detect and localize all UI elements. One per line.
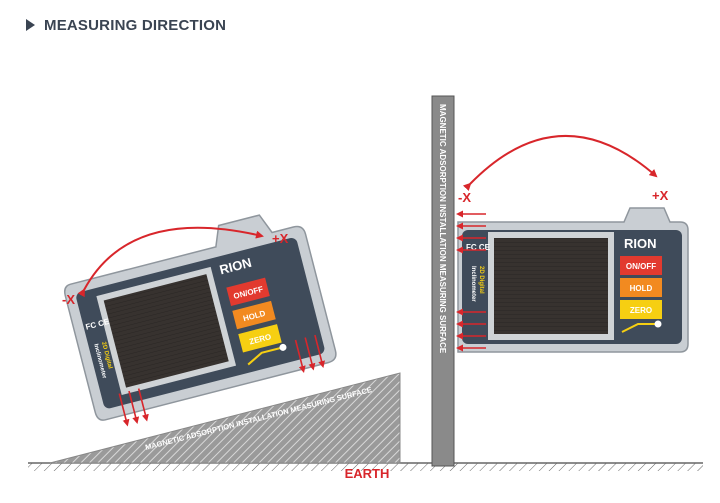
zero-indicator-mark-right	[621, 323, 658, 333]
section-title: MEASURING DIRECTION	[44, 16, 227, 34]
left-plus-x-label: +X	[272, 231, 289, 246]
right-rotation-arc	[462, 135, 658, 192]
vertical-adsorption-arrows	[456, 210, 486, 352]
vertical-inclinometer: RION ON/OFF HOLD ZERO FC CE 2D Digital I…	[457, 207, 689, 353]
zero-button-right-label: ZERO	[630, 306, 652, 315]
indicator-light-right	[654, 320, 662, 328]
device-side-text-right-2: Inclinometer	[470, 266, 476, 302]
right-minus-x-label: -X	[458, 190, 471, 205]
zero-button-right[interactable]: ZERO	[620, 300, 662, 319]
indicator-light	[279, 343, 287, 351]
triangle-bullet-icon	[26, 19, 35, 31]
zero-indicator-mark	[247, 346, 284, 366]
hold-button[interactable]: HOLD	[232, 300, 276, 330]
earth-label: EARTH	[345, 466, 390, 481]
hold-button-right[interactable]: HOLD	[620, 278, 662, 297]
zero-button[interactable]: ZERO	[238, 324, 282, 353]
device-brand-right: RION	[624, 236, 657, 251]
onoff-button-right-label: ON/OFF	[626, 262, 656, 271]
left-rotation-arc	[77, 226, 264, 298]
section-header: MEASURING DIRECTION	[26, 14, 226, 36]
right-plus-x-label: +X	[652, 188, 669, 203]
tilted-inclinometer: RION ON/OFF HOLD ZERO FC CE 2D Digital I…	[63, 214, 337, 427]
certification-marks-right: FC CE	[466, 243, 491, 252]
left-minus-x-label: -X	[62, 292, 75, 307]
vertical-surface-label: MAGNETIC ADSORPTION INSTALLATION MEASURI…	[438, 104, 447, 354]
tilted-adsorption-arrows	[118, 334, 326, 427]
vertical-surface	[431, 95, 455, 467]
onoff-button-right[interactable]: ON/OFF	[620, 256, 662, 275]
device-side-text-right-1: 2D Digital	[478, 266, 484, 294]
incline-surface	[49, 372, 401, 464]
hold-button-right-label: HOLD	[630, 284, 653, 293]
